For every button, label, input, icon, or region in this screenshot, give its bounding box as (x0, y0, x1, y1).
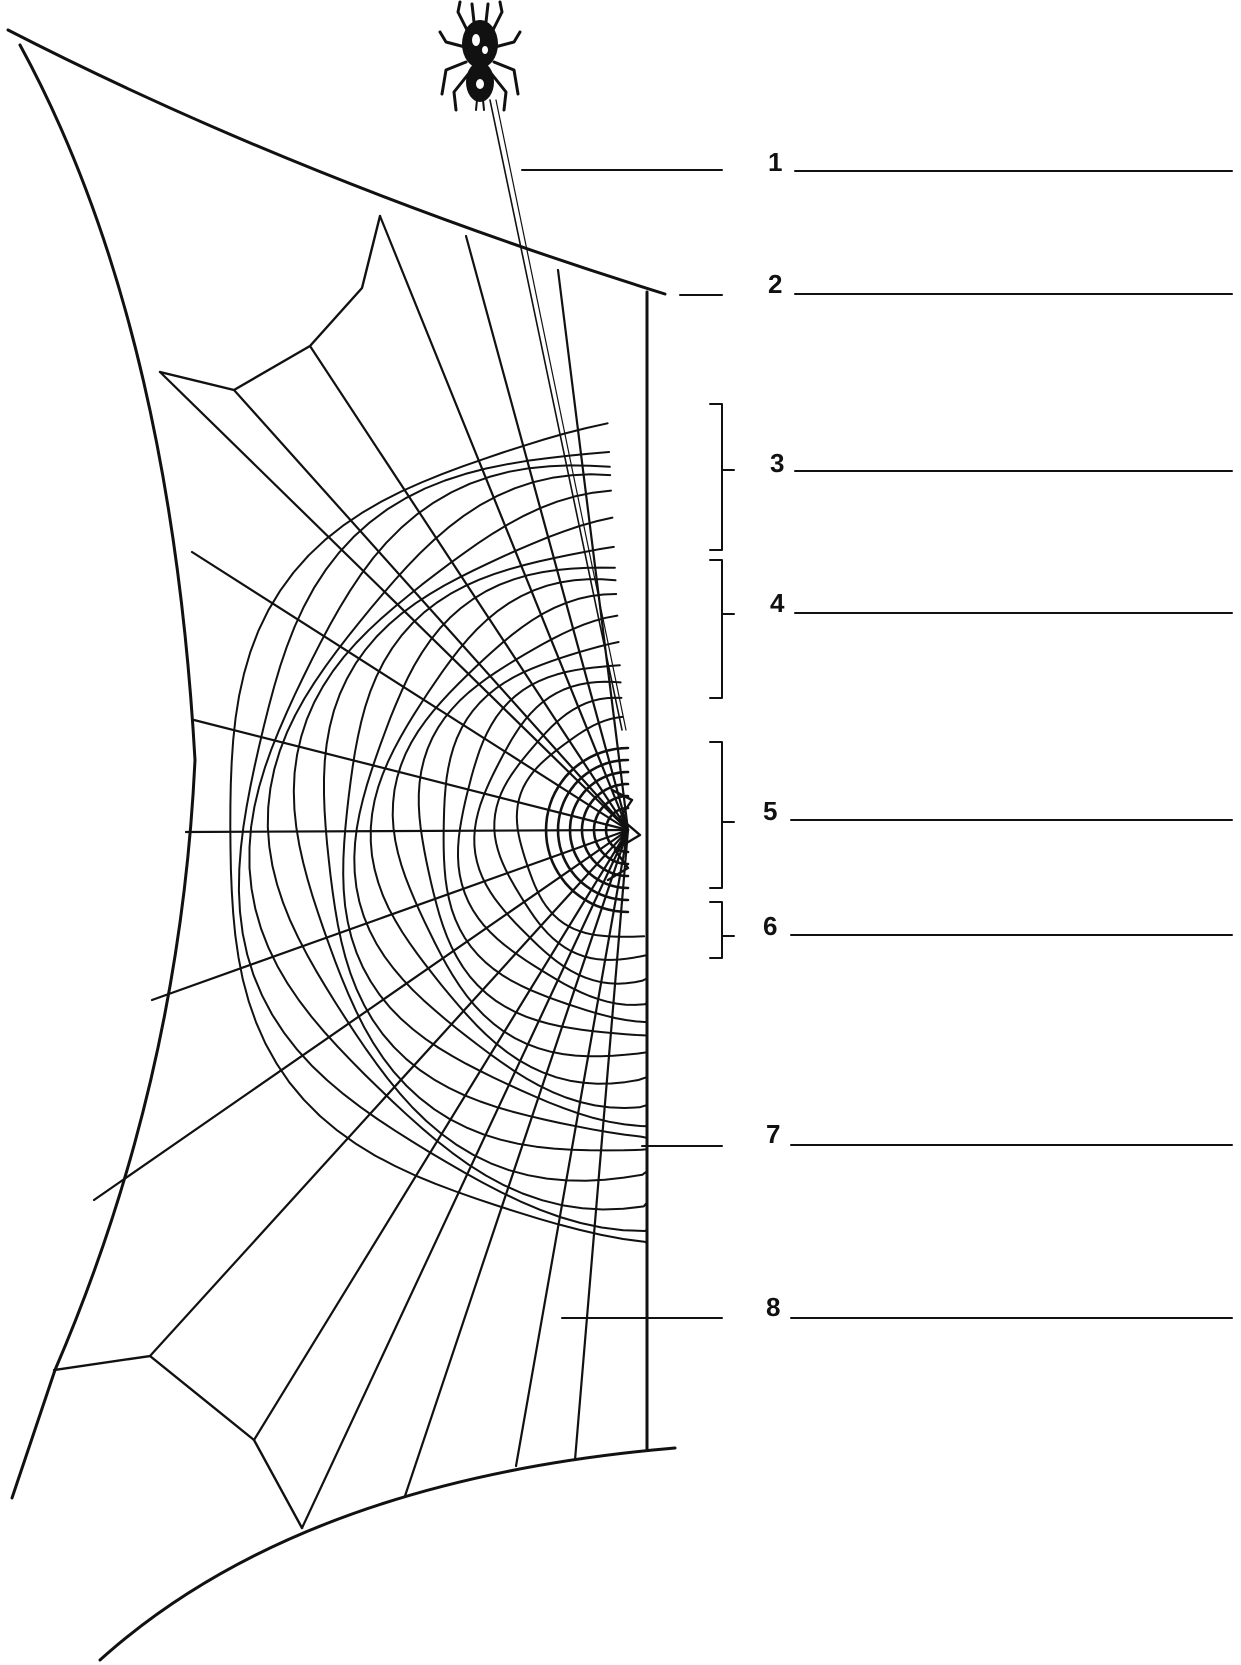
bracket-4 (710, 560, 734, 698)
label-leaders (522, 170, 734, 1318)
radial-thread (405, 830, 628, 1496)
radial-thread (194, 720, 628, 830)
label-1: 1 (768, 147, 1232, 177)
mooring-thread (160, 346, 310, 390)
mooring-thread (54, 1356, 302, 1528)
left-frame-thread (12, 45, 195, 1498)
radial-thread (186, 830, 628, 832)
radial-thread (152, 830, 628, 1000)
bracket-6 (710, 902, 734, 958)
label-number: 2 (768, 269, 782, 299)
spiral-thread (250, 465, 648, 1209)
bracket-3 (710, 404, 734, 550)
radial-thread (310, 346, 628, 830)
radial-thread (94, 830, 628, 1200)
bottom-frame-thread (100, 1448, 675, 1660)
label-5: 5 (763, 796, 1232, 826)
label-number: 3 (770, 448, 784, 478)
bracket-5 (710, 742, 734, 888)
mooring-thread (310, 216, 380, 346)
label-2: 2 (768, 269, 1232, 299)
radial-threads (94, 216, 628, 1528)
label-number: 6 (763, 911, 777, 941)
label-8: 8 (766, 1292, 1232, 1322)
sticky-spiral-threads (230, 423, 647, 1243)
label-6: 6 (763, 911, 1232, 941)
label-4: 4 (770, 588, 1232, 618)
radial-thread (160, 372, 628, 830)
label-number: 7 (766, 1119, 780, 1149)
radial-thread (516, 830, 628, 1466)
spiral-thread (230, 423, 647, 1243)
label-3: 3 (770, 448, 1232, 478)
label-number: 1 (768, 147, 782, 177)
label-number: 8 (766, 1292, 780, 1322)
spider-icon (440, 2, 520, 110)
spiral-thread (324, 518, 647, 1139)
top-frame-thread (8, 30, 665, 294)
frame-threads (8, 30, 675, 1660)
label-number: 4 (770, 588, 785, 618)
label-7: 7 (766, 1119, 1232, 1149)
label-number: 5 (763, 796, 777, 826)
